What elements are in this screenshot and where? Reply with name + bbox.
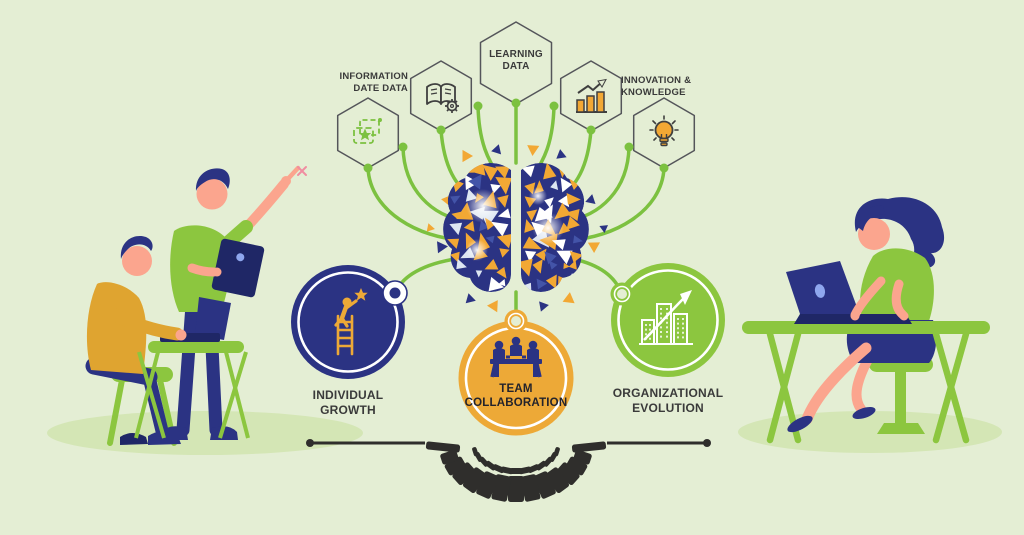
standing-person-forearm <box>187 263 219 277</box>
standing-person-hand <box>212 267 222 277</box>
node-organizational-evolution <box>610 263 725 377</box>
node-team-collaboration <box>458 309 574 436</box>
table-left-icon <box>134 341 250 439</box>
woman-shoe <box>787 415 813 433</box>
bar-chart-growth-icon <box>576 78 607 113</box>
desk-top <box>742 321 990 334</box>
team-meeting-icon <box>490 336 542 378</box>
open-book-gear-icon <box>426 83 459 113</box>
label-organizational-evolution: ORGANIZATIONAL EVOLUTION <box>612 386 724 415</box>
label-information-date-data: INFORMATION DATE DATA <box>339 71 408 94</box>
woman-hand-front <box>850 311 860 321</box>
illustration-right <box>738 197 1002 453</box>
ladder-climb-star-icon <box>334 288 368 356</box>
bottom-timeline <box>306 439 711 502</box>
illustration-left <box>47 165 363 455</box>
node-connector-ring <box>617 289 627 299</box>
woman-hand-back <box>899 311 909 321</box>
connector-lines <box>366 101 666 313</box>
image-star-icon <box>353 118 382 144</box>
woman-front-leg <box>801 342 872 425</box>
node-connector-ring <box>511 316 521 326</box>
node-individual-growth <box>291 265 408 379</box>
label-individual-growth: INDIVIDUAL GROWTH <box>312 388 384 417</box>
tablet-icon <box>211 238 265 298</box>
radial-block-arc <box>425 441 607 502</box>
label-innovation-knowledge: INNOVATION & KNOWLEDGE <box>621 75 692 98</box>
label-team-collaboration: TEAM COLLABORATION <box>464 383 568 409</box>
city-growth-arrow-icon <box>639 290 693 345</box>
label-learning-data: LEARNING DATA <box>489 49 543 72</box>
seated-person-arm <box>97 303 184 341</box>
node-connector-ring <box>389 287 401 299</box>
lightbulb-icon <box>649 115 679 147</box>
mosaic-brain-icon <box>426 144 608 313</box>
connector-dots <box>363 98 669 173</box>
sparkle-icon <box>297 166 307 176</box>
seated-person-hand <box>175 329 187 341</box>
brain-accent-triangles <box>426 144 608 313</box>
